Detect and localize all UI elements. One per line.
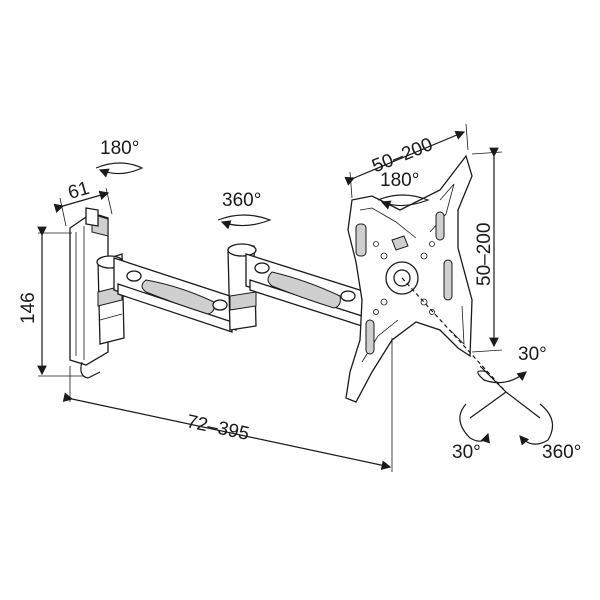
vesa-vertical-label: 50–200: [474, 223, 495, 286]
dimension-vesa-horizontal: [344, 123, 469, 199]
dimension-extension: [62, 338, 393, 472]
plate-rotation-label: 180°: [380, 170, 419, 191]
arm-rotation-indicator: [217, 214, 272, 230]
wall-rotation-label: 180°: [100, 138, 139, 159]
wall-depth-label: 61: [66, 178, 92, 204]
spin-label: 360°: [542, 442, 581, 463]
dimension-height: [37, 226, 84, 377]
tilt-side-arrow: [459, 403, 490, 444]
vesa-plate: [345, 154, 473, 403]
plate-rotation-indicator: [377, 194, 430, 210]
first-arm: [113, 257, 237, 333]
tilt-up-arrow: [477, 370, 527, 384]
extension-label: 72–395: [185, 411, 251, 445]
axis-gizmo: [401, 277, 554, 446]
tilt-side-label: 30°: [452, 442, 481, 463]
wall-rotation-indicator: [95, 162, 144, 178]
second-arm: [245, 253, 367, 327]
height-label: 146: [18, 292, 39, 324]
spin-arrow: [519, 403, 554, 446]
dimension-depth: [53, 187, 113, 227]
tilt-up-label: 30°: [518, 344, 547, 365]
arm-rotation-label: 360°: [222, 190, 261, 211]
wall-plate: [69, 207, 109, 379]
dimension-vesa-vertical: [471, 147, 503, 353]
